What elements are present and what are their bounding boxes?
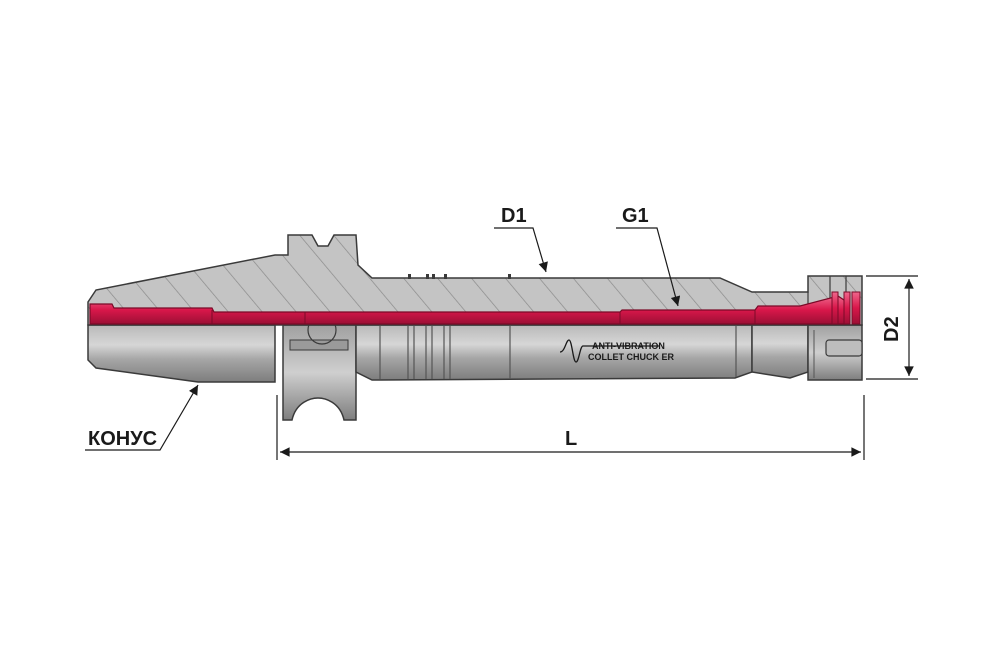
d1-label: D1 xyxy=(501,205,527,227)
anti-vibration-logo: ANTI-VIBRATION COLLET CHUCK ER xyxy=(559,339,674,363)
taper-outer xyxy=(87,324,276,383)
leader-taper: КОНУС xyxy=(85,384,199,451)
engraving-line1: ANTI-VIBRATION xyxy=(592,341,665,351)
nose-outer xyxy=(751,324,809,379)
dimension-length: L xyxy=(276,395,865,460)
section-hatched-body xyxy=(87,234,863,326)
dimension-d2: D2 xyxy=(866,275,918,380)
shank-outer xyxy=(355,324,753,381)
d2-label: D2 xyxy=(881,316,903,342)
length-label: L xyxy=(565,428,577,450)
coolant-channel xyxy=(89,291,861,325)
g1-label: G1 xyxy=(622,205,649,227)
vibration-wave-icon xyxy=(559,339,660,363)
engraving-line2: COLLET CHUCK ER xyxy=(588,352,674,362)
taper-label: КОНУС xyxy=(88,428,157,450)
section-notches xyxy=(408,274,511,279)
shank-grooves xyxy=(379,326,737,379)
leader-d1: D1 xyxy=(494,205,548,273)
flange-outer xyxy=(282,324,357,421)
leader-g1: G1 xyxy=(616,205,681,307)
holder-outer-view xyxy=(87,324,863,421)
